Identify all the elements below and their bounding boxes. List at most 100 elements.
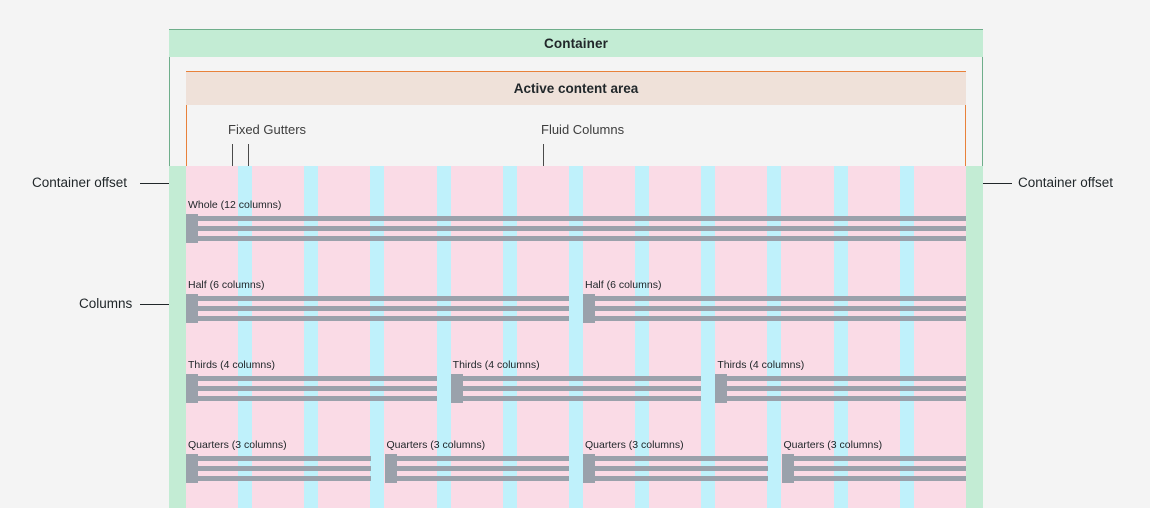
active-content-area-band: Active content area: [186, 71, 966, 105]
fluid-column-stripe: [781, 246, 834, 326]
fluid-column-stripe: [252, 486, 305, 508]
grid-block-label: Quarters (3 columns): [386, 439, 486, 451]
fluid-column-stripe: [186, 486, 239, 508]
fluid-column-stripe: [318, 486, 371, 508]
placeholder-bar: [583, 306, 966, 311]
placeholder-bar: [384, 456, 569, 461]
placeholder-bar: [781, 456, 966, 461]
text-placeholder-graphic: [715, 374, 966, 403]
grid-block[interactable]: Quarters (3 columns): [186, 406, 371, 486]
placeholder-stem: [781, 454, 794, 483]
text-placeholder-graphic: [583, 294, 966, 323]
fluid-column-stripe: [781, 326, 834, 406]
fluid-column-stripe: [781, 486, 834, 508]
fluid-column-stripe: [715, 246, 768, 326]
grid-block[interactable]: Quarters (3 columns): [384, 406, 569, 486]
fluid-column-stripe: [252, 246, 305, 326]
fluid-column-stripe: [384, 166, 437, 246]
fluid-column-stripe: [781, 166, 834, 246]
fixed-gutters-callout-label: Fixed Gutters: [228, 122, 307, 137]
placeholder-bar: [583, 466, 768, 471]
container-offset-stripe-right: [965, 246, 983, 326]
grid-block-label: Quarters (3 columns): [783, 439, 883, 451]
fluid-column-stripe: [913, 166, 966, 246]
placeholder-stem: [384, 454, 397, 483]
grid-block[interactable]: Thirds (4 columns): [450, 326, 702, 406]
text-placeholder-graphic: [384, 454, 569, 483]
placeholder-stem: [450, 374, 463, 403]
fluid-column-stripe: [649, 246, 702, 326]
row-content: Thirds (4 columns) Thirds (4 columns) Thir…: [186, 326, 966, 406]
fluid-column-stripe: [450, 166, 503, 246]
fluid-column-stripe: [516, 406, 569, 486]
grid-block[interactable]: Whole (12 columns): [186, 166, 966, 246]
grid-block-label: Half (6 columns): [188, 279, 265, 291]
fixed-gutter-stripe: [568, 406, 583, 486]
placeholder-stem: [583, 294, 595, 323]
placeholder-bar: [384, 466, 569, 471]
grid-block[interactable]: Quarters (3 columns): [781, 406, 966, 486]
placeholder-stem: [186, 294, 198, 323]
fixed-gutter-stripe: [238, 486, 253, 508]
fixed-gutter-stripe: [502, 486, 517, 508]
fluid-column-stripe: [582, 486, 636, 508]
fluid-column-stripe: [516, 326, 569, 406]
grid-row-thirds: Thirds (4 columns) Thirds (4 columns) Thir…: [169, 326, 983, 406]
placeholder-bar: [450, 376, 702, 381]
container-offset-stripe-left: [169, 486, 186, 508]
fluid-column-stripe: [649, 406, 702, 486]
fixed-gutter-stripe: [436, 486, 451, 508]
placeholder-bar: [186, 316, 569, 321]
fluid-columns-callout-label: Fluid Columns: [541, 122, 625, 137]
fixed-gutter-stripe: [899, 486, 914, 508]
fluid-column-stripe: [847, 486, 900, 508]
placeholder-bar: [781, 476, 966, 481]
placeholder-bar: [186, 376, 437, 381]
fixed-gutter-stripe: [370, 486, 385, 508]
placeholder-bar: [186, 456, 371, 461]
text-placeholder-graphic: [186, 294, 569, 323]
row-content: Half (6 columns) Half (6 columns): [186, 246, 966, 326]
fluid-column-stripe: [516, 166, 569, 246]
container-offset-stripe-right: [965, 326, 983, 406]
placeholder-bar: [186, 466, 371, 471]
placeholder-bar: [715, 376, 966, 381]
grid-block-label: Thirds (4 columns): [717, 359, 805, 371]
grid-block-label: Quarters (3 columns): [188, 439, 287, 451]
fluid-column-stripe: [847, 246, 900, 326]
container-offset-stripe-left: [169, 406, 186, 486]
placeholder-bar: [186, 226, 966, 231]
fluid-column-stripe: [450, 486, 503, 508]
fluid-column-stripe: [450, 246, 503, 326]
placeholder-bar: [186, 476, 371, 481]
columns-leader: [140, 304, 177, 305]
grid-block-label: Half (6 columns): [585, 279, 662, 291]
grid-block[interactable]: Thirds (4 columns): [186, 326, 437, 406]
fixed-gutters-tick-left: [232, 144, 233, 166]
grid-block[interactable]: Quarters (3 columns): [583, 406, 768, 486]
placeholder-stem: [583, 454, 595, 483]
fluid-column-stripe: [516, 486, 569, 508]
grid-block[interactable]: Half (6 columns): [583, 246, 966, 326]
fixed-gutter-stripe: [304, 486, 319, 508]
grid-block-label: Thirds (4 columns): [188, 359, 275, 371]
grid-block[interactable]: Thirds (4 columns): [715, 326, 966, 406]
fluid-column-stripe: [318, 406, 371, 486]
fixed-gutter-stripe: [568, 246, 583, 326]
fixed-gutter-stripe: [568, 486, 583, 508]
fluid-column-stripe: [913, 326, 966, 406]
text-placeholder-graphic: [450, 374, 702, 403]
text-placeholder-graphic: [186, 374, 437, 403]
container-offset-stripe-right: [965, 406, 983, 486]
fluid-column-stripe: [516, 246, 569, 326]
placeholder-bar: [186, 236, 966, 241]
grid-block[interactable]: Half (6 columns): [186, 246, 569, 326]
placeholder-bar: [186, 216, 966, 221]
row-content: Quarters (3 columns) Quarters (3 columns)…: [186, 406, 966, 486]
fluid-column-stripe: [847, 166, 900, 246]
placeholder-stem: [186, 214, 198, 243]
row-content: Whole (12 columns): [186, 166, 966, 246]
fixed-gutter-stripe: [436, 326, 451, 406]
fluid-column-stripe: [649, 486, 702, 508]
